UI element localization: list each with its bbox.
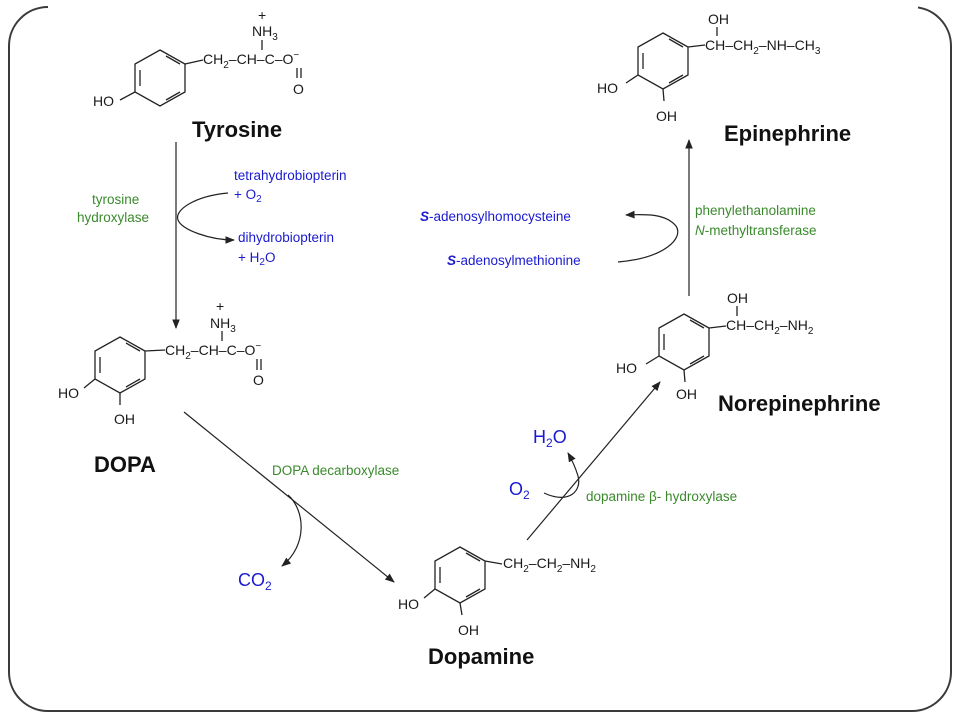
dopamine-ho: HO bbox=[398, 596, 419, 612]
co2-label: CO2 bbox=[238, 570, 272, 593]
dopamine-oh: OH bbox=[458, 622, 479, 638]
tyrosine-hydroxylase-label-1: tyrosine bbox=[92, 192, 139, 207]
epinephrine-name: Epinephrine bbox=[724, 121, 851, 146]
sam-label: S-adenosylmethionine bbox=[447, 253, 581, 268]
dopa-oh: OH bbox=[114, 411, 135, 427]
tyrosine-plus: + bbox=[258, 7, 266, 23]
norepinephrine-ho: HO bbox=[616, 360, 637, 376]
dopamine-to-norepinephrine-arrow bbox=[526, 381, 661, 541]
dopa-to-dopamine-arrow bbox=[183, 411, 395, 583]
sah-label: S-adenosylhomocysteine bbox=[420, 209, 571, 224]
dopa-decarboxylase-label: DOPA decarboxylase bbox=[272, 463, 399, 478]
dopamine-chain: CH2–CH2–NH2 bbox=[503, 555, 596, 575]
plus-h2o-label: + H2O bbox=[238, 250, 275, 268]
tetrahydrobiopterin-label: tetrahydrobiopterin bbox=[234, 168, 347, 183]
tyrosine-nh3: NH3 bbox=[252, 23, 278, 43]
tyrosine-structure: HO CH2–CH–C–O− NH3 + O Tyrosine bbox=[93, 7, 304, 142]
epinephrine-oh: OH bbox=[708, 11, 729, 27]
o2-h2o-arrow bbox=[543, 452, 580, 498]
pnmt-label-1: phenylethanolamine bbox=[695, 203, 816, 218]
norepinephrine-oh: OH bbox=[727, 290, 748, 306]
tyrosine-chain: CH2–CH–C–O− bbox=[203, 50, 299, 71]
dopa-plus: + bbox=[216, 298, 224, 314]
dihydrobiopterin-label: dihydrobiopterin bbox=[238, 230, 334, 245]
co2-release-arrow bbox=[281, 494, 302, 567]
tyrosine-hydroxylase-label-2: hydroxylase bbox=[77, 210, 149, 225]
dopamine-beta-hydroxylase-label: dopamine β- hydroxylase bbox=[586, 489, 737, 504]
o2-label: O2 bbox=[509, 479, 530, 502]
tyrosine-ho: HO bbox=[93, 93, 114, 109]
plus-o2-label: + O2 bbox=[234, 187, 262, 205]
norepinephrine-name: Norepinephrine bbox=[718, 391, 881, 416]
pnmt-label-2: N-methyltransferase bbox=[695, 223, 817, 238]
dopa-o: O bbox=[253, 372, 264, 388]
epinephrine-chain: CH–CH2–NH–CH3 bbox=[705, 37, 821, 57]
norepinephrine-structure: HO OH CH–CH2–NH2 OH Norepinephrine bbox=[616, 290, 881, 416]
tyrosine-name: Tyrosine bbox=[192, 117, 282, 142]
diagram-panel bbox=[48, 6, 918, 682]
norepinephrine-oh-ring: OH bbox=[676, 386, 697, 402]
dopa-nh3: NH3 bbox=[210, 315, 236, 335]
dopa-chain: CH2–CH–C–O− bbox=[165, 341, 261, 362]
biopterin-cofactor-arrow bbox=[176, 192, 235, 244]
norepinephrine-chain: CH–CH2–NH2 bbox=[726, 317, 814, 337]
tyrosine-o: O bbox=[293, 81, 304, 97]
epinephrine-structure: HO OH CH–CH2–NH–CH3 OH Epinephrine bbox=[597, 11, 851, 146]
sam-sah-arrow bbox=[617, 210, 679, 263]
dopamine-name: Dopamine bbox=[428, 644, 534, 669]
dopa-name: DOPA bbox=[94, 452, 156, 477]
dopa-ho: HO bbox=[58, 385, 79, 401]
dopa-structure: HO OH CH2–CH–C–O− NH3 + O DOPA bbox=[58, 298, 264, 477]
h2o-label: H2O bbox=[533, 427, 567, 450]
epinephrine-oh-ring: OH bbox=[656, 108, 677, 124]
epinephrine-ho: HO bbox=[597, 80, 618, 96]
dopamine-structure: HO OH CH2–CH2–NH2 Dopamine bbox=[398, 546, 596, 669]
